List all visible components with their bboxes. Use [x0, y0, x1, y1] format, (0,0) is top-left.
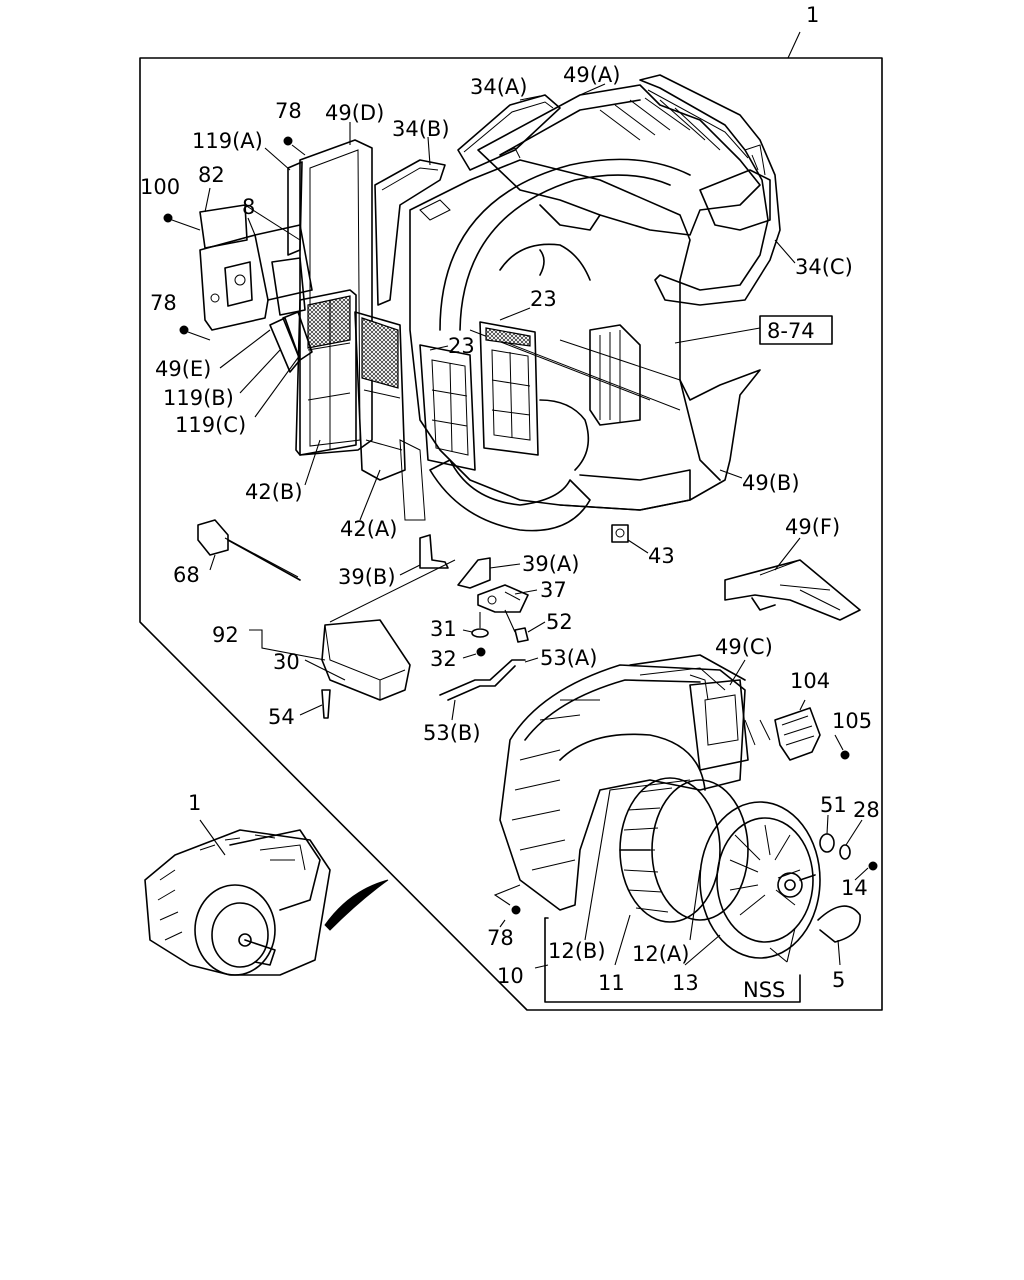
rod-53a [439, 659, 526, 696]
leader-lines [204, 83, 869, 969]
callout-105: 105 [832, 709, 872, 733]
callout-labels: 1 49(A) 34(A) 49(D) 78 34(B) 119(A) 82 1… [140, 3, 880, 1002]
motor-13 [699, 801, 821, 959]
nut-32 [476, 647, 486, 657]
callout-31: 31 [430, 617, 457, 641]
fan-wheel-12 [619, 777, 749, 923]
callout-49a: 49(A) [563, 63, 620, 87]
callout-37: 37 [540, 578, 567, 602]
callout-39a: 39(A) [522, 552, 579, 576]
callout-119b: 119(B) [163, 386, 234, 410]
callout-119a: 119(A) [192, 129, 263, 153]
filter-42b [295, 289, 357, 456]
callout-119c: 119(C) [175, 413, 246, 437]
callout-10: 10 [497, 964, 524, 988]
callout-49e: 49(E) [155, 357, 211, 381]
callout-53a: 53(A) [540, 646, 597, 670]
callout-52: 52 [546, 610, 573, 634]
washer-31 [471, 628, 489, 638]
callout-39b: 39(B) [338, 565, 396, 589]
door-23a [419, 344, 476, 471]
screw-78-bottom [511, 905, 521, 915]
callout-34c: 34(C) [795, 255, 853, 279]
screw-78-top [283, 136, 293, 146]
clip-43 [611, 524, 629, 543]
screw-100 [163, 213, 173, 223]
heater-case-49a [409, 84, 771, 532]
callout-78-bottom: 78 [487, 926, 514, 950]
gasket-34c [639, 74, 781, 306]
inset-assembly-view [144, 829, 389, 976]
nut-14 [868, 861, 878, 871]
lever-37 [477, 584, 529, 613]
callout-42a: 42(A) [340, 517, 397, 541]
callout-54: 54 [268, 705, 295, 729]
callout-43: 43 [648, 544, 675, 568]
filter-42a [354, 311, 406, 481]
callout-13: 13 [672, 971, 699, 995]
sensor-68 [197, 519, 229, 556]
callout-34b: 34(B) [392, 117, 450, 141]
callout-32: 32 [430, 647, 457, 671]
assembly-leader [787, 31, 801, 59]
callout-51: 51 [820, 793, 847, 817]
link-39b [419, 534, 449, 569]
gasket-34b [374, 159, 446, 306]
callout-49f: 49(F) [785, 515, 840, 539]
gasket-34a [457, 94, 561, 171]
callout-53b: 53(B) [423, 721, 481, 745]
washer-51 [819, 833, 835, 853]
screw-105 [840, 750, 850, 760]
screw-78-left [179, 325, 189, 335]
callout-82: 82 [198, 163, 225, 187]
callout-34a: 34(A) [470, 75, 527, 99]
callout-28: 28 [853, 798, 880, 822]
resistor-104 [774, 707, 821, 761]
callout-1-inset: 1 [188, 791, 201, 815]
callout-11: 11 [598, 971, 625, 995]
callout-104: 104 [790, 669, 830, 693]
callout-100: 100 [140, 175, 180, 199]
assembly-frame [139, 57, 883, 1011]
bracket-49f [724, 559, 861, 621]
link-39a [457, 557, 491, 589]
callout-14: 14 [841, 876, 868, 900]
callout-68: 68 [173, 563, 200, 587]
washer-28 [839, 844, 851, 860]
seal-119a [287, 161, 303, 256]
callout-30: 30 [273, 650, 300, 674]
plate-82 [199, 204, 248, 249]
callout-23-upper: 23 [530, 287, 557, 311]
group-box-10 [544, 917, 801, 1003]
callout-12a: 12(A) [632, 942, 689, 966]
door-23b [479, 321, 539, 456]
callout-23-lower: 23 [448, 334, 475, 358]
callout-12b: 12(B) [548, 939, 606, 963]
callout-42b: 42(B) [245, 480, 303, 504]
callout-49d: 49(D) [325, 101, 384, 125]
callout-49b: 49(B) [742, 471, 800, 495]
rod-53b [447, 665, 516, 701]
screw-54 [321, 689, 331, 719]
callout-5: 5 [832, 968, 845, 992]
clip-52 [514, 627, 529, 643]
blower-case-49c [499, 654, 749, 911]
actuator-92 [321, 619, 411, 701]
clip-5 [817, 905, 861, 943]
reference-box-8-74 [759, 315, 833, 345]
callout-1: 1 [806, 3, 819, 27]
callout-8-74: 8-74 [767, 319, 815, 343]
seal-119b [269, 317, 301, 373]
callout-92: 92 [212, 623, 239, 647]
callout-78-left: 78 [150, 291, 177, 315]
callout-8: 8 [242, 195, 255, 219]
callout-49c: 49(C) [715, 635, 773, 659]
callout-nss: NSS [743, 978, 785, 1002]
seal-119c [282, 311, 313, 361]
bracket-8 [199, 224, 313, 331]
callout-78-top: 78 [275, 99, 302, 123]
